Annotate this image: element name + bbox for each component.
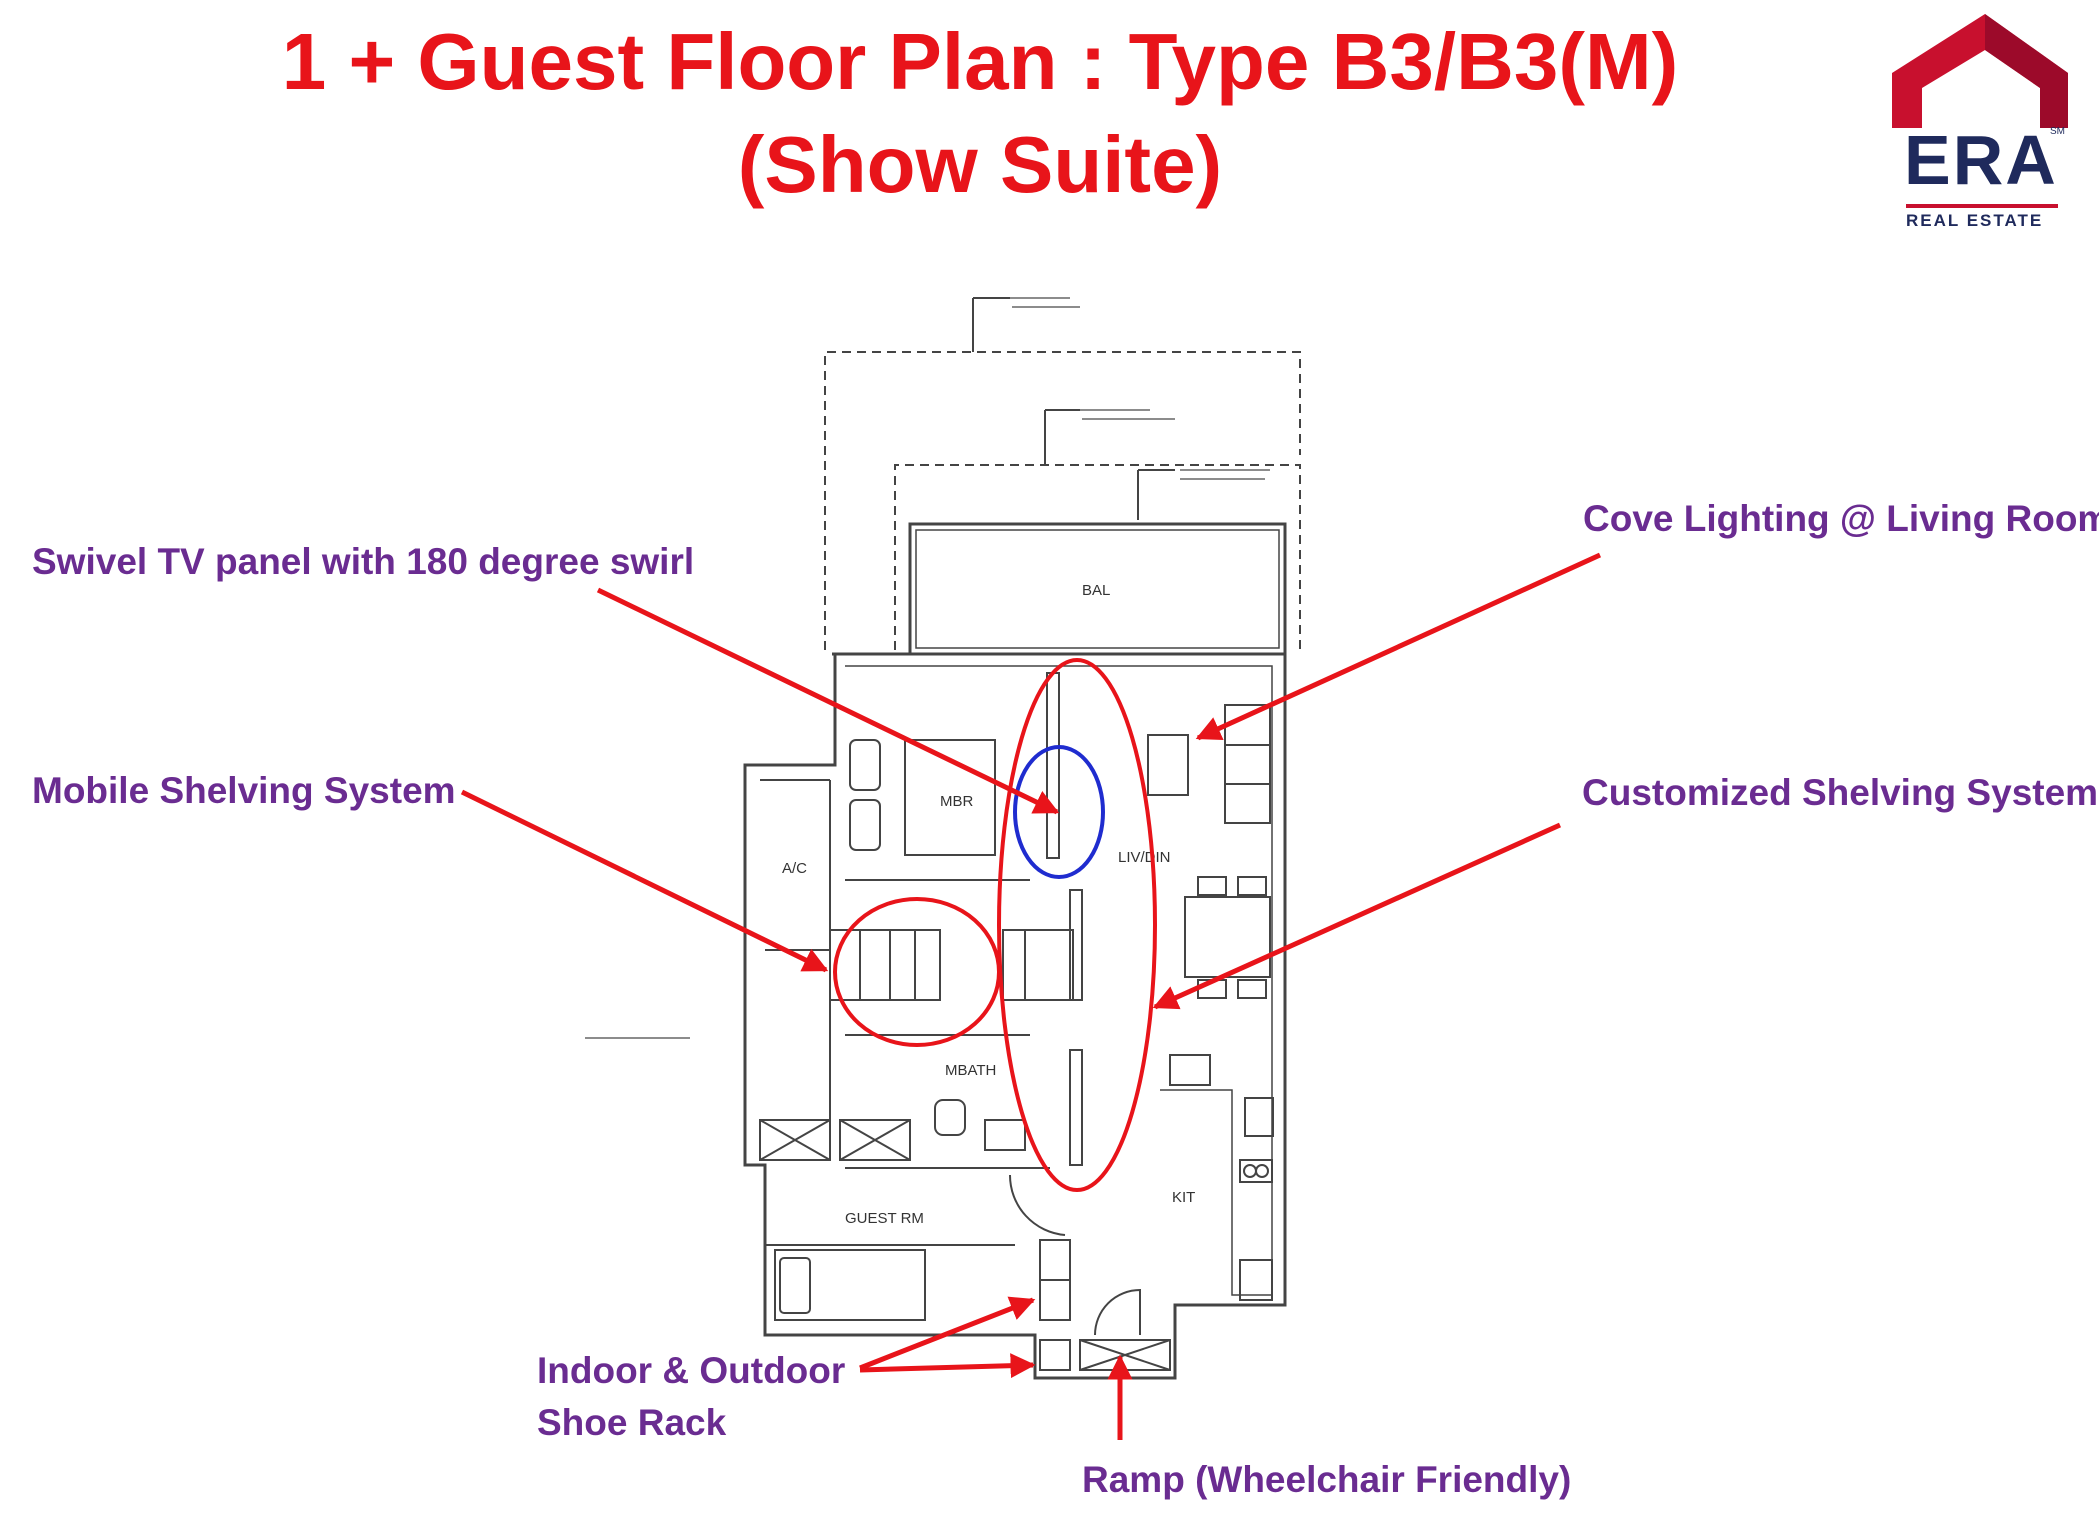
room-label-ac: A/C (782, 860, 807, 877)
logo-brand: ERA (1904, 121, 2058, 199)
page-subtitle: (Show Suite) (737, 120, 1223, 209)
logo-underline (1906, 204, 2058, 208)
room-label-bal: BAL (1082, 582, 1110, 599)
logo-mark: SM (2050, 126, 2065, 137)
canopy-balcony-outline (894, 464, 1301, 650)
tv-highlight-ellipse (1013, 745, 1105, 879)
canopy-outline (824, 351, 1301, 650)
armchair (1147, 734, 1189, 796)
callout-ramp: Ramp (Wheelchair Friendly) (1082, 1459, 1572, 1500)
arrow-customized-shelving (1152, 822, 1562, 1010)
callout-mobile-shelving: Mobile Shelving System (32, 770, 456, 811)
logo-subtitle: REAL ESTATE (1906, 211, 2044, 230)
dining-table (1184, 896, 1271, 978)
arrow-swivel-tv (596, 587, 1060, 815)
tv-panel (1046, 672, 1060, 859)
arrow-outdoor-shoe-rack (859, 1353, 1036, 1379)
callout-arrows (460, 552, 1602, 1440)
arrow-mobile-shelving (460, 789, 829, 973)
outdoor-shoe-rack (1039, 1339, 1071, 1371)
callout-swivel-tv: Swivel TV panel with 180 degree swirl (32, 541, 695, 582)
room-label-mbath: MBATH (945, 1062, 996, 1079)
callout-cove-lighting: Cove Lighting @ Living Room (1583, 498, 2099, 539)
room-label-guest: GUEST RM (845, 1210, 924, 1227)
house-roof-icon (1892, 14, 2068, 128)
page-title: 1 + Guest Floor Plan : Type B3/B3(M) (281, 17, 1679, 106)
shelving-highlight-ellipse (833, 897, 1001, 1047)
callout-shoe-rack-line1: Indoor & Outdoor (537, 1350, 846, 1391)
room-label-kit: KIT (1172, 1189, 1195, 1206)
outer-walls (743, 652, 1287, 1380)
arrow-cove-lighting (1195, 552, 1602, 741)
living-highlight-ellipse (997, 658, 1157, 1192)
sofa (1224, 704, 1271, 824)
plan-drawing (585, 297, 1301, 1380)
arrow-indoor-shoe-rack (859, 1296, 1036, 1371)
room-label-living: LIV/DIN (1118, 849, 1171, 866)
guest-door-swing (1008, 1174, 1066, 1236)
callout-customized-shelving: Customized Shelving System (1582, 772, 2099, 813)
mbr-bed (904, 739, 996, 856)
era-logo: ERA SM REAL ESTATE (1890, 8, 2070, 230)
callout-shoe-rack-line2: Shoe Rack (537, 1402, 727, 1443)
room-label-mbr: MBR (940, 793, 974, 810)
main-door-swing (1094, 1288, 1141, 1336)
guest-bed (774, 1249, 926, 1321)
